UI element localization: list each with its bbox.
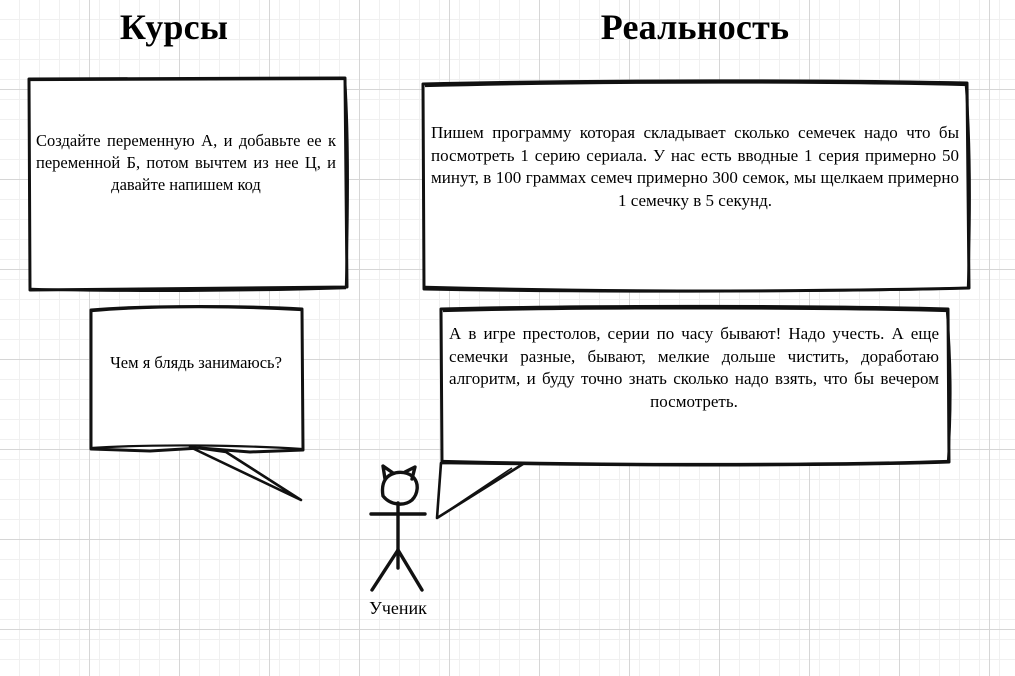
stick-figure-student [369, 464, 427, 592]
student-label: Ученик [369, 598, 427, 618]
reality-bubble-text: А в игре престолов, серии по часу бывают… [449, 324, 939, 411]
course-speech-bubble-tail [188, 445, 303, 502]
course-box-text: Создайте переменную А, и добавьте ее к п… [36, 131, 336, 194]
course-speech-bubble-outline [89, 305, 305, 454]
heading-courses: Курсы [119, 7, 229, 47]
heading-reality: Реальность [600, 7, 790, 47]
course-bubble-text: Чем я блядь занимаюсь? [110, 353, 282, 372]
reality-box-text: Пишем программу которая складывает сколь… [431, 123, 959, 210]
reality-speech-bubble-tail [435, 461, 525, 520]
